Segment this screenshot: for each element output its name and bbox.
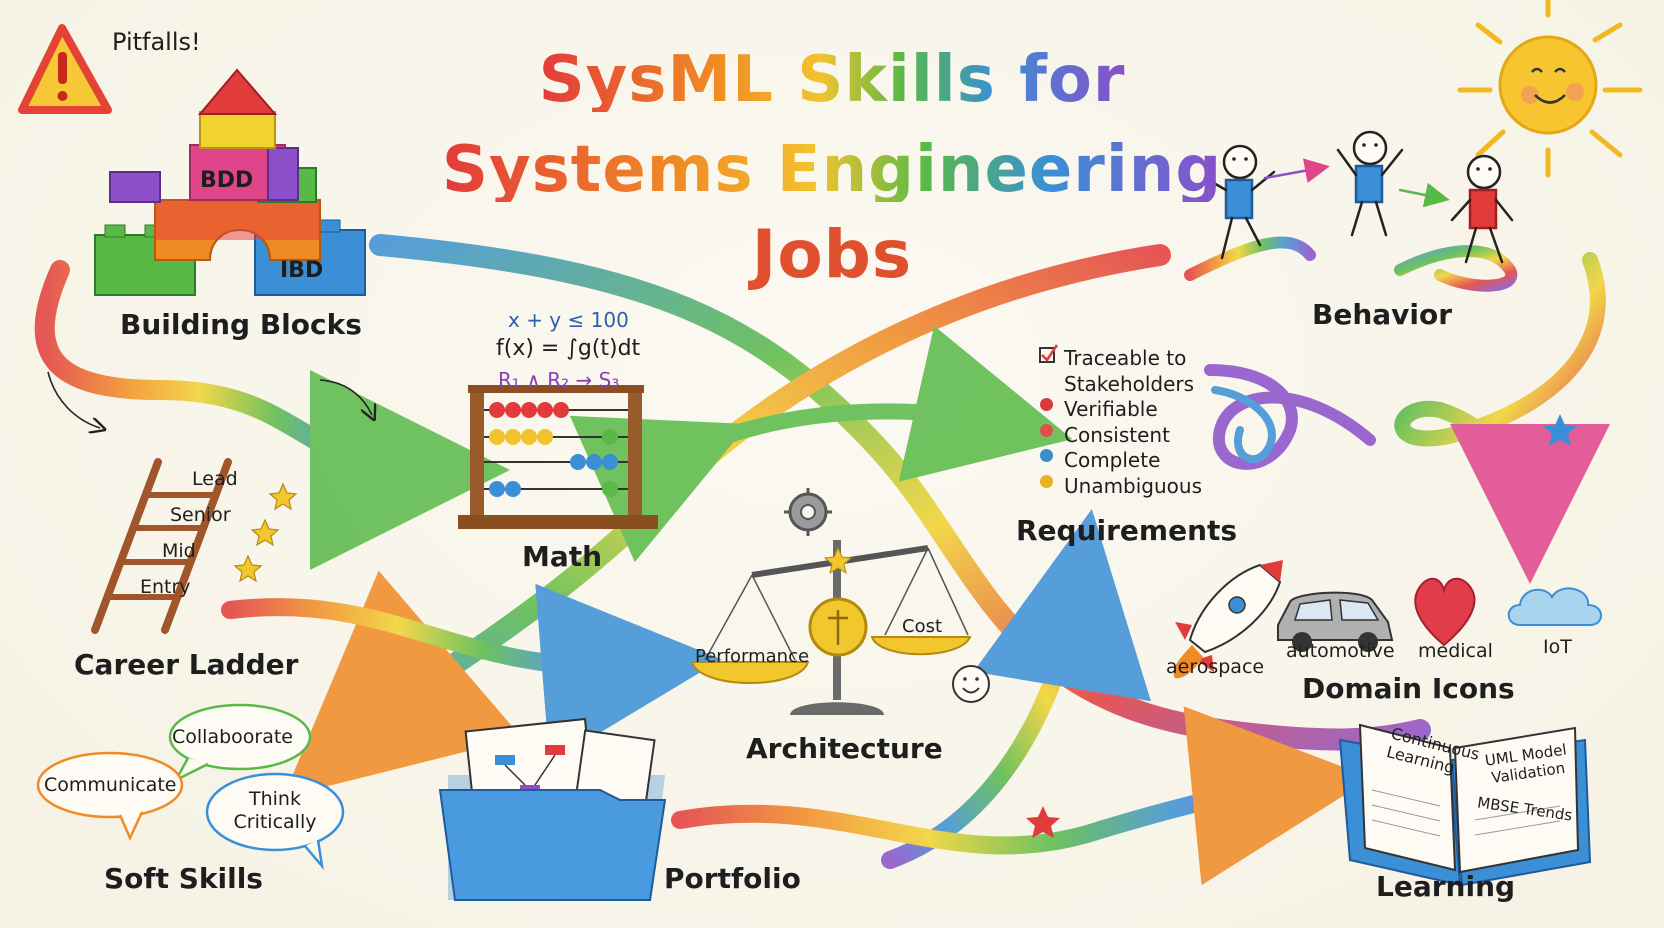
- scale-right-pan-label: Cost: [902, 616, 943, 637]
- requirement-item: Unambiguous: [1064, 473, 1203, 498]
- soft-skills-label: Soft Skills: [104, 862, 263, 895]
- behavior-stick-figures: [1203, 130, 1514, 264]
- behavior-faces: [1232, 143, 1492, 171]
- math-label: Math: [522, 540, 603, 573]
- domain-aerospace: aerospace: [1166, 656, 1265, 678]
- pitfalls-label: Pitfalls!: [112, 28, 201, 56]
- rainbow-paths: [34, 234, 1610, 886]
- balance-scale-illustration: [690, 488, 990, 715]
- career-ladder-label: Career Ladder: [74, 648, 299, 681]
- requirements-label: Requirements: [1016, 514, 1238, 547]
- requirement-item: Consistent: [1064, 422, 1170, 447]
- sun-illustration: [1457, 0, 1643, 178]
- cloud-icon: [1507, 587, 1602, 626]
- math-formula-2: f(x) = ∫g(t)dt: [496, 336, 641, 361]
- speech-bubbles: [36, 703, 345, 871]
- title-line-1: SysML Skills for: [538, 43, 1126, 117]
- ibd-label: IBD: [280, 258, 324, 283]
- requirements-list: Traceable to Stakeholders Verifiable Con…: [1064, 346, 1202, 499]
- requirement-dot: [1040, 474, 1053, 488]
- bubble-communicate: Communicate: [44, 774, 177, 796]
- building-blocks-label: Building Blocks: [120, 308, 362, 341]
- requirement-markers: [1039, 344, 1059, 363]
- heart-icon: [1414, 577, 1476, 647]
- ladder-rung-lead: Lead: [192, 468, 238, 490]
- warning-triangle-icon: [18, 24, 112, 114]
- domain-iot: IoT: [1543, 636, 1572, 658]
- rocket-icon: [1173, 560, 1283, 679]
- behavior-label: Behavior: [1312, 298, 1453, 331]
- title-line-2: Systems Engineering: [441, 133, 1223, 207]
- decorative-stars: [1026, 414, 1577, 838]
- bdd-label: BDD: [200, 168, 254, 193]
- domain-icons-label: Domain Icons: [1302, 672, 1515, 705]
- ladder-stars: [233, 482, 298, 583]
- requirement-item: Complete: [1064, 448, 1161, 472]
- scale-left-pan-label: Performance: [695, 646, 810, 667]
- abacus-illustration: [458, 385, 658, 529]
- bubble-think-critically: Think Critically: [233, 788, 317, 833]
- domain-automotive: automotive: [1286, 640, 1395, 662]
- requirement-item: Stakeholders: [1064, 371, 1195, 396]
- ladder-rung-entry: Entry: [140, 576, 191, 598]
- learning-label: Learning: [1376, 870, 1516, 903]
- math-formula-1: x + y ≤ 100: [508, 308, 629, 332]
- requirement-dot: [1040, 398, 1053, 411]
- requirement-item: Verifiable: [1064, 397, 1158, 421]
- requirement-dots: [1040, 398, 1053, 488]
- title-line-3: Jobs: [751, 216, 913, 293]
- requirement-item: Traceable to: [1064, 346, 1187, 370]
- requirement-dot: [1040, 449, 1053, 462]
- requirement-dot: [1040, 423, 1053, 437]
- career-ladder-illustration: [91, 458, 232, 634]
- bubble-collaborate: Collaboorate: [172, 726, 293, 748]
- ladder-rung-mid: Mid: [162, 540, 196, 562]
- ladder-rung-senior: Senior: [170, 504, 231, 526]
- math-formula-3: R₁ ∧ R₂ → S₃: [498, 368, 620, 392]
- architecture-label: Architecture: [746, 732, 943, 765]
- building-blocks-illustration: [94, 68, 366, 296]
- domain-medical: medical: [1418, 640, 1493, 662]
- folder-icon: [438, 717, 667, 901]
- portfolio-label: Portfolio: [664, 862, 801, 895]
- book-icon: [1338, 723, 1592, 887]
- car-icon: [1277, 591, 1394, 652]
